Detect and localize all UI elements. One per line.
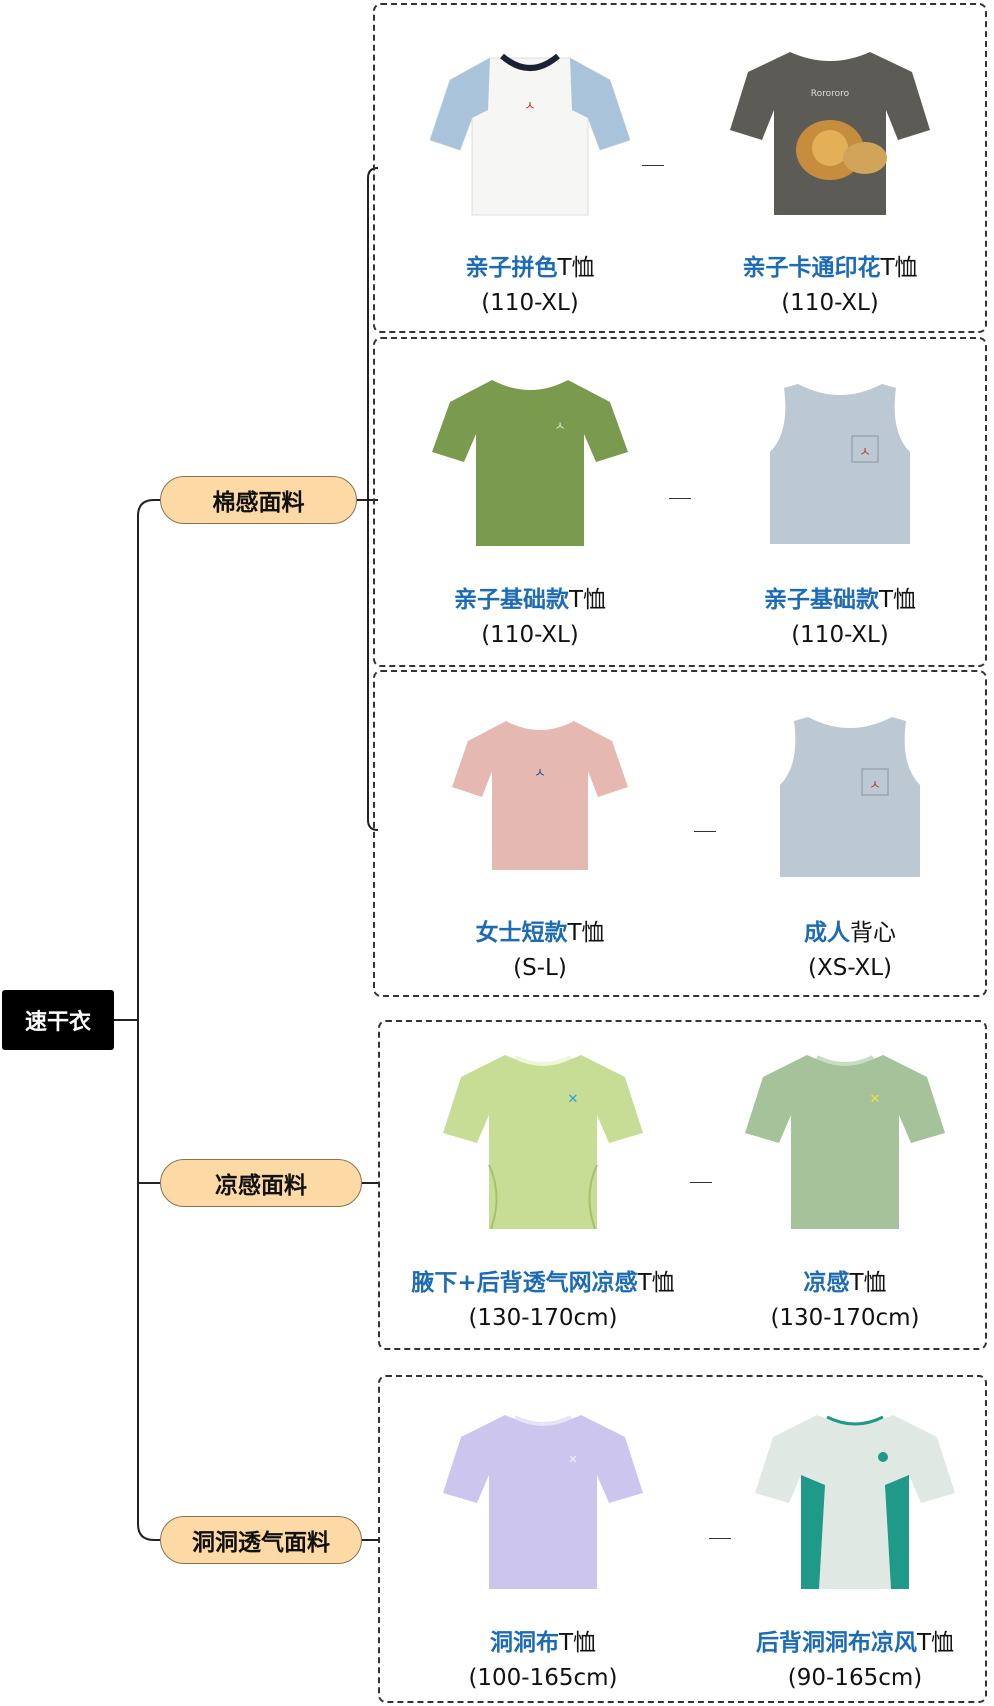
svg-text:✕: ✕ — [870, 1092, 881, 1107]
product-size: (110-XL) — [481, 622, 579, 648]
product-card[interactable]: ㅅ 亲子基础款T恤 (110-XL) — [690, 372, 990, 648]
product-card[interactable]: ✕ 洞洞布T恤 (100-165cm) — [393, 1405, 693, 1691]
product-name: 女士短款T恤 — [475, 920, 605, 946]
basic-tshirt-green-image: ㅅ — [432, 380, 628, 546]
product-name: 凉感T恤 — [803, 1270, 887, 1296]
tank-top-image: ㅅ — [780, 717, 920, 877]
svg-text:✕: ✕ — [568, 1092, 579, 1107]
product-name: 后背洞洞布凉风T恤 — [755, 1630, 955, 1656]
product-size: (110-XL) — [481, 290, 579, 316]
product-name: 亲子拼色T恤 — [465, 255, 595, 281]
svg-text:Rorororo: Rorororo — [811, 89, 850, 99]
cartoon-print-tshirt-image: Rorororo — [730, 52, 930, 215]
mesh-fabric-tshirt-image: ✕ — [443, 1415, 643, 1589]
product-size: (S-L) — [513, 955, 567, 981]
category-cotton: 棉感面料 — [160, 476, 357, 524]
raglan-tshirt-image: ㅅ — [430, 53, 630, 216]
pair-separator — [669, 498, 691, 499]
product-size: (XS-XL) — [807, 955, 893, 981]
product-size: (90-165cm) — [787, 1665, 923, 1691]
product-group-2 — [373, 337, 987, 667]
product-card[interactable]: ㅅ 亲子基础款T恤 (110-XL) — [380, 372, 680, 648]
product-size: (110-XL) — [781, 290, 879, 316]
category-mesh: 洞洞透气面料 — [160, 1516, 362, 1564]
pair-separator — [694, 831, 716, 832]
product-card[interactable]: ㅅ 女士短款T恤 (S-L) — [390, 705, 690, 981]
svg-text:✕: ✕ — [568, 1453, 577, 1466]
trunk-line — [137, 499, 155, 1541]
product-card[interactable]: 后背洞洞布凉风T恤 (90-165cm) — [705, 1405, 994, 1691]
cotton-bracket — [367, 167, 379, 831]
root-label: 速干衣 — [24, 1010, 91, 1035]
product-name: 成人背心 — [804, 920, 896, 946]
cool-tshirt-image: ✕ — [745, 1055, 945, 1229]
product-group-5 — [378, 1375, 987, 1703]
svg-text:ㅅ: ㅅ — [534, 766, 546, 781]
product-name: 亲子卡通印花T恤 — [742, 255, 918, 281]
product-size: (110-XL) — [791, 622, 889, 648]
cool-mesh-tshirt-image: ✕ — [443, 1055, 643, 1230]
product-name: 亲子基础款T恤 — [763, 587, 917, 613]
pair-separator — [709, 1538, 731, 1539]
product-card[interactable]: ✕ 凉感T恤 (130-170cm) — [695, 1045, 994, 1331]
product-name: 亲子基础款T恤 — [453, 587, 607, 613]
category-label: 洞洞透气面料 — [192, 1530, 330, 1556]
product-size: (130-170cm) — [468, 1305, 618, 1331]
svg-text:ㅅ: ㅅ — [524, 99, 536, 114]
product-group-3 — [373, 670, 987, 997]
pair-separator — [690, 1182, 712, 1183]
svg-text:ㅅ: ㅅ — [869, 778, 881, 793]
category-label: 棉感面料 — [212, 490, 305, 516]
svg-text:ㅅ: ㅅ — [859, 445, 871, 460]
product-size: (100-165cm) — [468, 1665, 618, 1691]
product-card[interactable]: ㅅ 成人背心 (XS-XL) — [700, 705, 994, 981]
root-node: 速干衣 — [2, 990, 114, 1050]
back-mesh-tshirt-image — [755, 1415, 955, 1589]
pair-separator — [642, 165, 664, 166]
product-card[interactable]: ㅅ 亲子拼色T恤 (110-XL) — [380, 40, 680, 316]
product-card[interactable]: ✕ 腋下+后背透气网凉感T恤 (130-170cm) — [393, 1045, 693, 1331]
product-group-1 — [373, 3, 987, 333]
product-card[interactable]: Rorororo 亲子卡通印花T恤 (110-XL) — [680, 40, 980, 316]
product-group-4 — [378, 1020, 987, 1350]
short-tshirt-pink-image: ㅅ — [452, 721, 628, 870]
category-cool: 凉感面料 — [160, 1159, 362, 1207]
product-name: 腋下+后背透气网凉感T恤 — [411, 1270, 675, 1296]
tank-top-image: ㅅ — [770, 384, 910, 544]
product-name: 洞洞布T恤 — [489, 1630, 597, 1656]
product-size: (130-170cm) — [770, 1305, 920, 1331]
svg-text:ㅅ: ㅅ — [554, 419, 565, 433]
category-label: 凉感面料 — [215, 1173, 307, 1199]
